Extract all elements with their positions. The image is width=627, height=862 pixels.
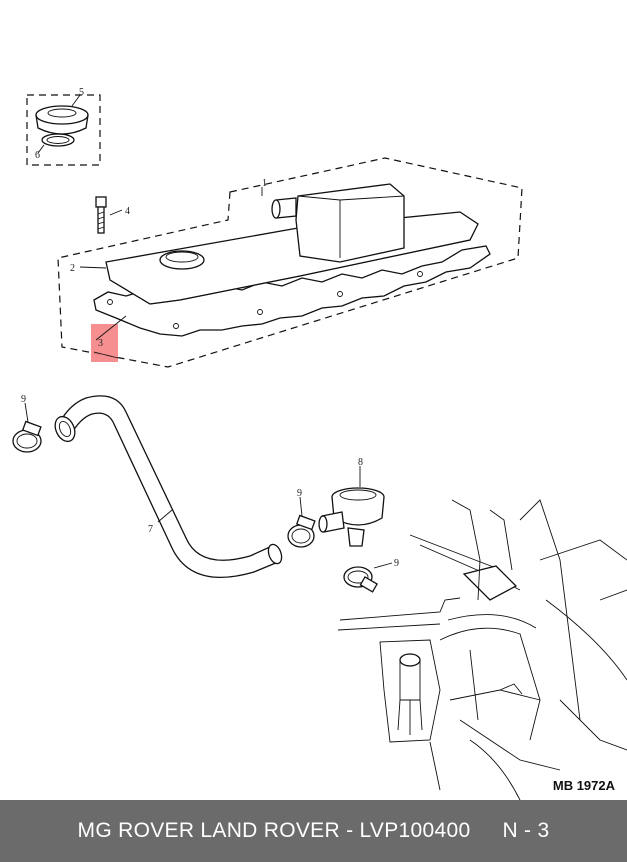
- hose-clip-3[interactable]: [343, 562, 393, 593]
- callout-7: 7: [148, 524, 153, 535]
- filler-neck[interactable]: [159, 250, 205, 270]
- valve-cover[interactable]: [79, 183, 479, 305]
- callout-9-middle: 9: [297, 488, 302, 499]
- callout-6: 6: [35, 150, 40, 161]
- engine-detail: [337, 499, 627, 800]
- footer-bar: MG ROVER LAND ROVER - LVP100400 N - 3: [0, 800, 627, 862]
- callout-8: 8: [358, 457, 363, 468]
- bolt-shank[interactable]: [97, 206, 105, 234]
- breather-valve[interactable]: [318, 466, 385, 547]
- hose-clip-2[interactable]: [287, 496, 316, 548]
- bolt-head[interactable]: [95, 196, 107, 208]
- callout-2: 2: [70, 263, 75, 274]
- oil-filler-cap-group: [26, 94, 101, 166]
- exploded-parts-diagram: 1 2 3 4 5 6 7 8 9 9 9: [12, 87, 627, 800]
- bolt-group: [95, 196, 123, 234]
- callout-1: 1: [262, 178, 267, 189]
- callout-9-right: 9: [394, 558, 399, 569]
- cap-seal-ring[interactable]: [41, 133, 75, 147]
- callout-9-left: 9: [21, 394, 26, 405]
- breather-hose[interactable]: [51, 395, 284, 579]
- diagram-code: MB 1972A: [552, 778, 615, 793]
- callout-4: 4: [125, 206, 130, 217]
- callout-5: 5: [79, 87, 84, 98]
- callout-3-highlight: [91, 324, 118, 362]
- footer-part-text: MG ROVER LAND ROVER - LVP100400: [77, 819, 471, 842]
- valve-cover-boundary: [57, 157, 523, 368]
- callout-3: 3: [98, 338, 103, 349]
- footer-ref-text: N - 3: [502, 819, 550, 842]
- hose-clip-1[interactable]: [12, 402, 42, 453]
- cap-detail-box: [26, 94, 101, 166]
